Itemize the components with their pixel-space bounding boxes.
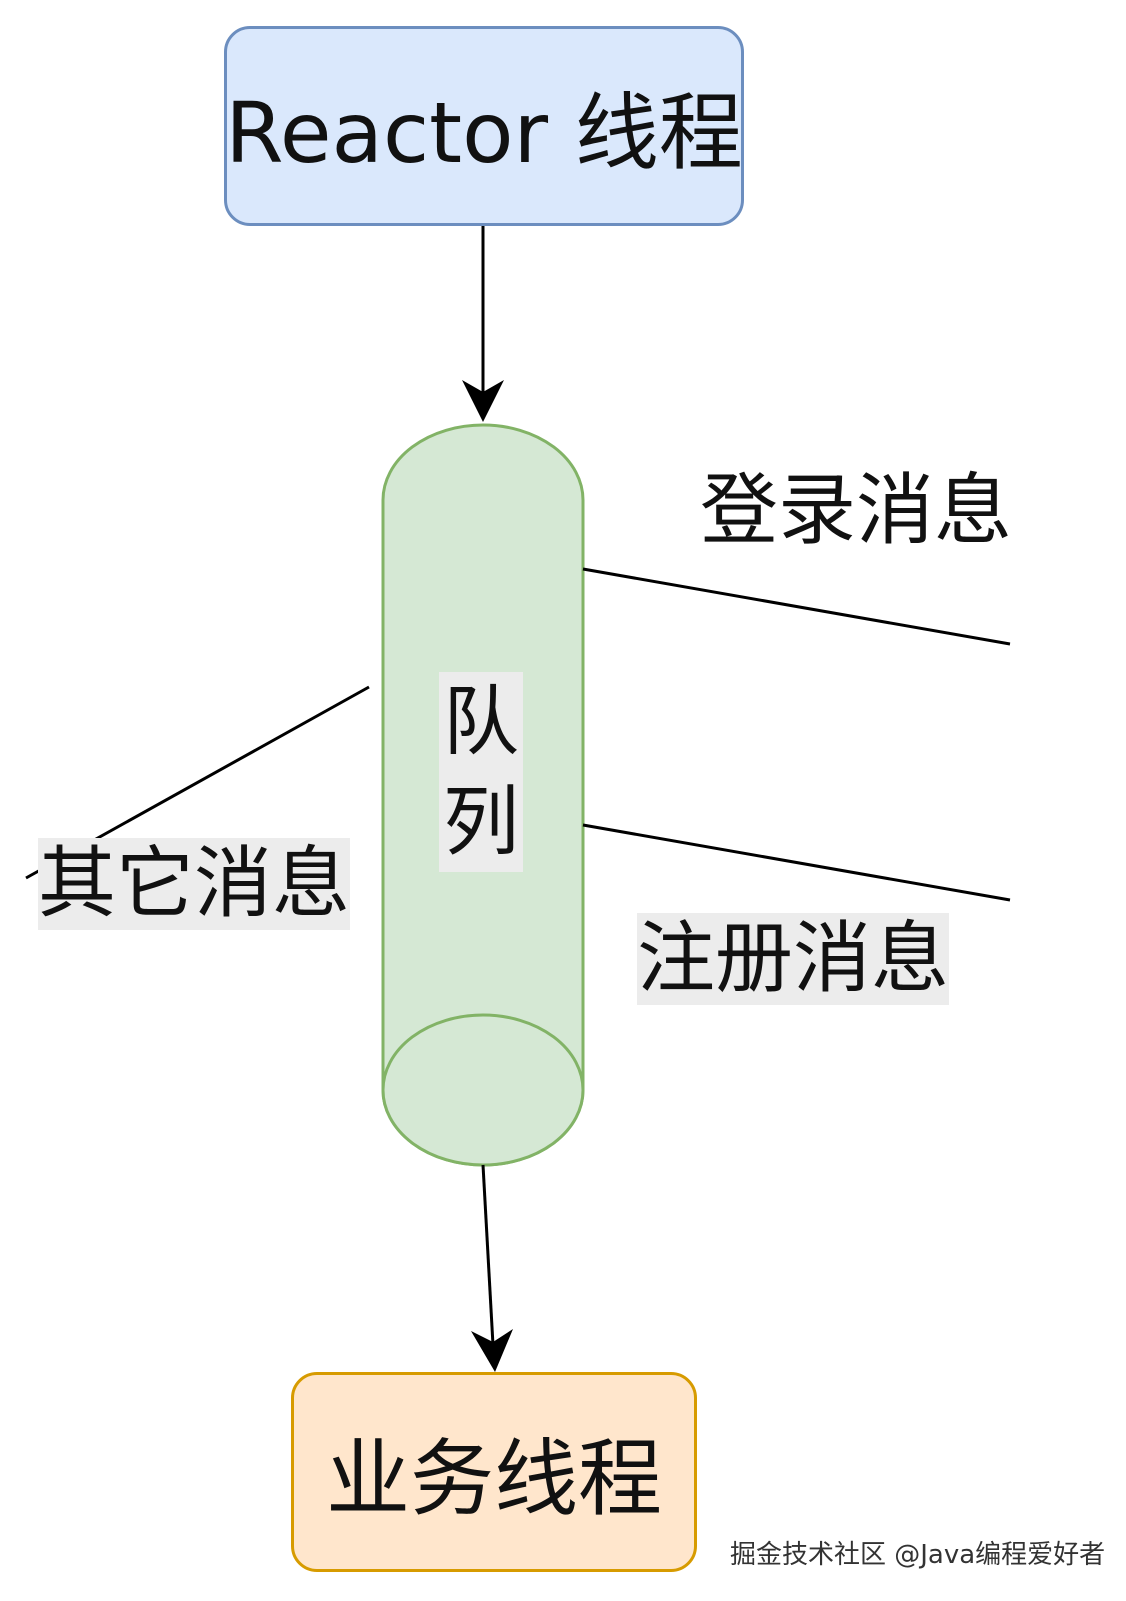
register-message-label: 注册消息 (637, 913, 950, 1005)
watermark: 掘金技术社区 @Java编程爱好者 (730, 1540, 1106, 1570)
queue-label-char-1: 队 (443, 677, 519, 766)
arrow-queue-to-business-head (471, 1329, 513, 1372)
business-thread-node: 业务线程 (291, 1372, 697, 1572)
arrow-queue-to-business (481, 1164, 495, 1346)
login-message-line (582, 567, 1011, 646)
queue-label-char-2: 列 (443, 777, 519, 866)
reactor-thread-label: Reactor 线程 (225, 83, 743, 182)
arrow-reactor-to-queue-head (462, 380, 504, 422)
queue-label: 队 列 (439, 672, 523, 872)
login-message-label: 登录消息 (700, 466, 1013, 556)
register-message-line (582, 823, 1011, 902)
other-message-label: 其它消息 (38, 838, 351, 930)
reactor-thread-node: Reactor 线程 (224, 26, 744, 226)
queue-bottom-rim (381, 1013, 585, 1167)
business-thread-label: 业务线程 (325, 1429, 662, 1528)
